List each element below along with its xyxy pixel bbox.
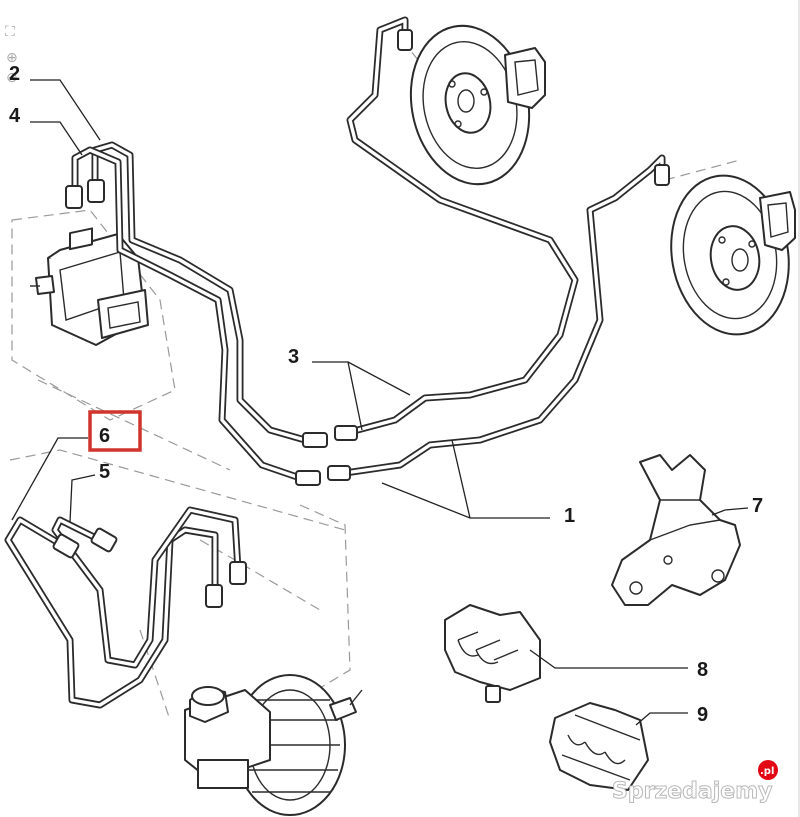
part-9-multi-clip	[549, 702, 649, 791]
callouts: 2 4 3 6 5 1 7 8 9	[9, 63, 763, 726]
callout-3: 3	[288, 346, 299, 368]
watermark-suffix: .pl	[760, 766, 774, 777]
brake-pipes	[4, 16, 666, 709]
leader-lines	[11, 79, 749, 726]
part-7-bracket	[611, 454, 741, 606]
brake-disc-front	[409, 24, 546, 186]
part-8-pipe-clip	[444, 604, 541, 703]
callout-9: 9	[697, 704, 708, 726]
fit-icon[interactable]: ⛶	[5, 24, 15, 40]
callout-2: 2	[9, 63, 20, 85]
highlight-box-callout-6	[88, 410, 142, 452]
watermark-text: Sprzedajemy	[612, 779, 773, 804]
brake-booster-master-cylinder	[184, 674, 363, 816]
watermark: Sprzedajemy .pl	[612, 760, 778, 805]
brake-disc-rear	[670, 174, 796, 336]
callout-6: 6	[99, 425, 110, 447]
callout-1: 1	[564, 505, 575, 527]
viewer-icons[interactable]: ⛶ ⊕ ⊖	[5, 24, 18, 86]
pipe-fittings	[52, 29, 670, 608]
callout-7: 7	[752, 495, 763, 517]
zoom-out-icon[interactable]: ⊖	[6, 70, 18, 86]
zoom-in-icon[interactable]: ⊕	[6, 50, 18, 66]
watermark-badge-icon	[758, 760, 778, 780]
callout-8: 8	[697, 659, 708, 681]
callout-4: 4	[9, 105, 21, 127]
abs-modulator-unit	[30, 227, 149, 346]
callout-5: 5	[99, 461, 110, 483]
assembly-dashed-outlines	[9, 39, 741, 721]
